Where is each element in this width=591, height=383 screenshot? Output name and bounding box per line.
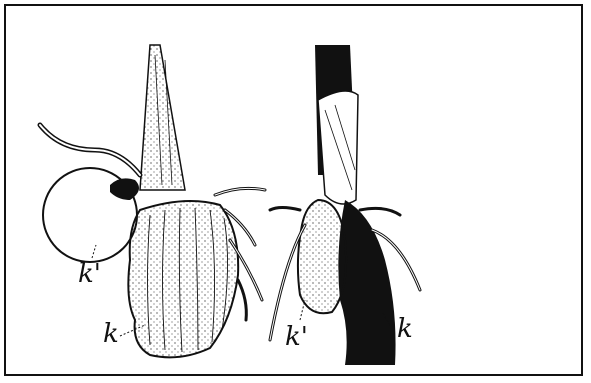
left-bulb-k — [128, 201, 238, 357]
right-label-k-prime: k' — [285, 322, 308, 352]
right-label-k: k — [397, 314, 413, 344]
left-label-k: k — [103, 319, 119, 349]
right-bulb-k — [338, 200, 395, 365]
left-specimen — [40, 45, 265, 357]
left-stem — [140, 45, 185, 190]
right-bulb-k-prime — [298, 200, 346, 313]
left-label-k-prime: k' — [78, 259, 101, 289]
